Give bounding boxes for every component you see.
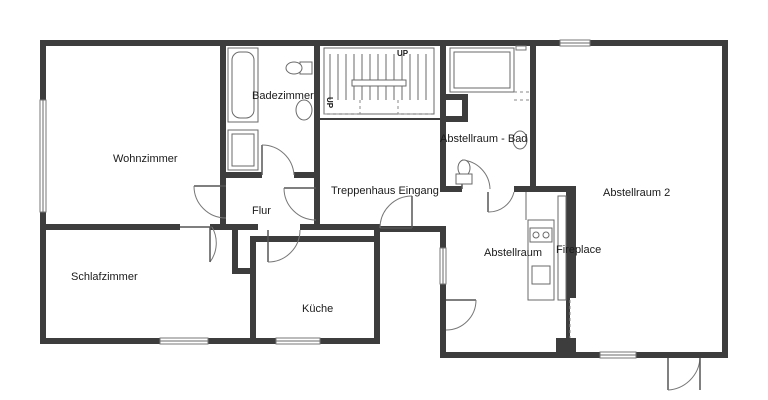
room-label-treppenhaus: Treppenhaus Eingang	[331, 185, 439, 197]
room-label-abstellraum: Abstellraum	[484, 247, 542, 259]
sink-icon	[531, 265, 551, 285]
sink-icon	[512, 130, 528, 150]
room-label-abstellraum-2: Abstellraum 2	[603, 187, 670, 199]
shower-tray-icon	[227, 129, 259, 171]
stair-up-label: UP	[397, 49, 409, 58]
shower-icon	[449, 47, 515, 93]
bathtub-icon	[227, 47, 259, 123]
room-label-kueche: Küche	[302, 303, 333, 315]
staircase	[323, 47, 435, 115]
room-label-flur: Flur	[252, 205, 271, 217]
fireplace-icon	[557, 195, 567, 301]
sink-icon	[295, 99, 313, 121]
room-label-wohnzimmer: Wohnzimmer	[113, 153, 178, 165]
room-labels: Wohnzimmer Badezimmer Flur Treppenhaus E…	[71, 49, 670, 315]
stair-up-label: UP	[325, 97, 334, 109]
room-label-abstellraum-bad: Abstellraum - Bad	[440, 133, 527, 145]
interior-walls	[40, 40, 576, 356]
kitchen-fixtures	[525, 192, 571, 338]
stove-icon	[529, 227, 553, 243]
doors	[180, 144, 701, 391]
windows	[39, 39, 637, 359]
bathroom-fixtures	[227, 47, 530, 185]
room-label-fireplace: Fireplace	[556, 244, 601, 256]
exterior-walls	[40, 40, 728, 358]
room-label-badezimmer: Badezimmer	[252, 90, 314, 102]
room-label-schlafzimmer: Schlafzimmer	[71, 271, 138, 283]
